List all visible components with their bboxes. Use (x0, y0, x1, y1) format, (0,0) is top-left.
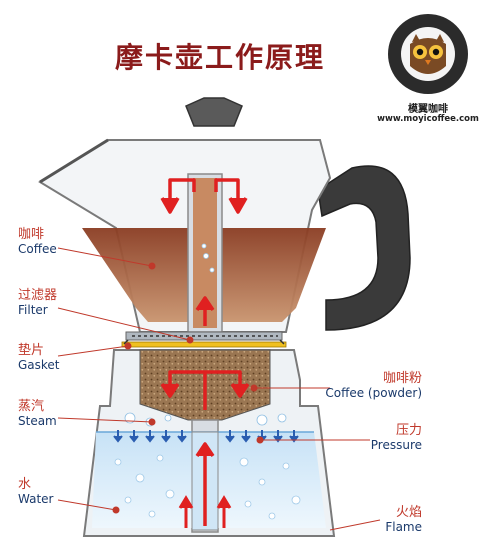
brand-logo (380, 8, 476, 130)
gasket-ring (121, 341, 287, 348)
label-pressure: 压力 Pressure (370, 423, 422, 452)
label-coffee-powder: 咖啡粉 Coffee (powder) (325, 371, 422, 400)
label-filter: 过滤器 Filter (18, 288, 58, 317)
lid-knob (185, 97, 243, 127)
owl-logo-icon (388, 14, 468, 94)
label-coffee: 咖啡 Coffee (18, 227, 57, 256)
flow-arrows (160, 178, 250, 526)
label-water: 水 Water (18, 477, 54, 506)
label-steam: 蒸汽 Steam (18, 399, 57, 428)
label-flame: 火焰 Flame (385, 505, 422, 534)
page-title: 摩卡壶工作原理 (114, 41, 325, 74)
brand-url: www.moyicoffee.com (377, 114, 479, 124)
pressure-arrows (113, 430, 299, 443)
lower-flame-arrows (178, 495, 232, 528)
brand-name: 模翼咖啡 (408, 104, 448, 115)
label-gasket: 垫片 Gasket (18, 343, 60, 372)
water-bubbles (114, 243, 301, 520)
pot-handle (317, 165, 411, 331)
